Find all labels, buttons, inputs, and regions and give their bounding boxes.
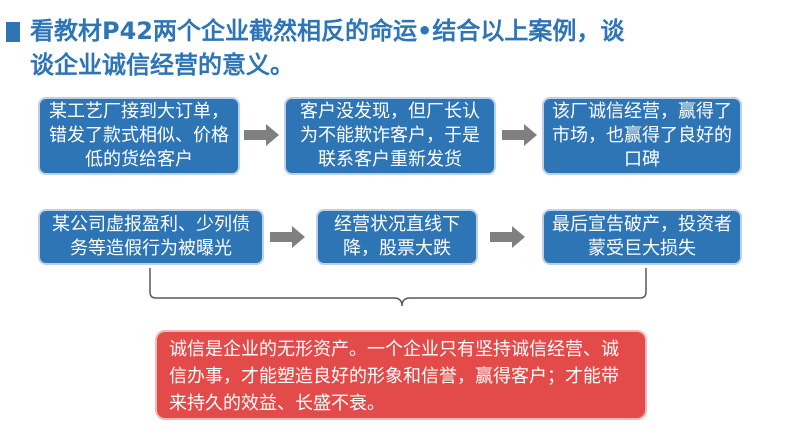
case2-arrow-2-icon [490, 226, 525, 248]
case2-step1-box: 某公司虚报盈利、少列债务等造假行为被曝光 [38, 209, 264, 265]
case1-step3-box: 该厂诚信经营，赢得了市场，也赢得了良好的口碑 [542, 97, 742, 175]
case2-step2-text: 经营状况直线下降，股票大跌 [334, 214, 460, 259]
case2-step3-text: 最后宣告破产，投资者蒙受巨大损失 [552, 214, 732, 259]
case1-arrow-1-icon [244, 124, 279, 146]
case2-arrow-1-icon [270, 226, 305, 248]
case1-step2-box: 客户没发现，但厂长认为不能欺诈客户，于是联系客户重新发货 [284, 97, 496, 175]
case1-step1-text: 某工艺厂接到大订单，错发了款式相似、价格低的货给客户 [49, 101, 229, 170]
case2-step2-box: 经营状况直线下降，股票大跌 [316, 209, 478, 265]
case1-step1-box: 某工艺厂接到大订单，错发了款式相似、价格低的货给客户 [38, 97, 240, 175]
case1-step3-text: 该厂诚信经营，赢得了市场，也赢得了良好的口碑 [552, 101, 732, 170]
page-title-line-2: 谈企业诚信经营的意义。 [30, 51, 294, 79]
title-marker [6, 22, 20, 42]
page-title: 看教材P42两个企业截然相反的命运•结合以上案例，谈 谈企业诚信经营的意义。 [30, 14, 770, 82]
case1-arrow-2-icon [502, 124, 537, 146]
case1-step2-text: 客户没发现，但厂长认为不能欺诈客户，于是联系客户重新发货 [300, 101, 480, 170]
page-title-line-1: 看教材P42两个企业截然相反的命运•结合以上案例，谈 [30, 17, 625, 45]
conclusion-box: 诚信是企业的无形资产。一个企业只有坚持诚信经营、诚信办事，才能塑造良好的形象和信… [155, 330, 647, 420]
conclusion-text: 诚信是企业的无形资产。一个企业只有坚持诚信经营、诚信办事，才能塑造良好的形象和信… [169, 339, 619, 414]
case2-step3-box: 最后宣告破产，投资者蒙受巨大损失 [542, 209, 742, 265]
case2-step1-text: 某公司虚报盈利、少列债务等造假行为被曝光 [52, 214, 250, 259]
